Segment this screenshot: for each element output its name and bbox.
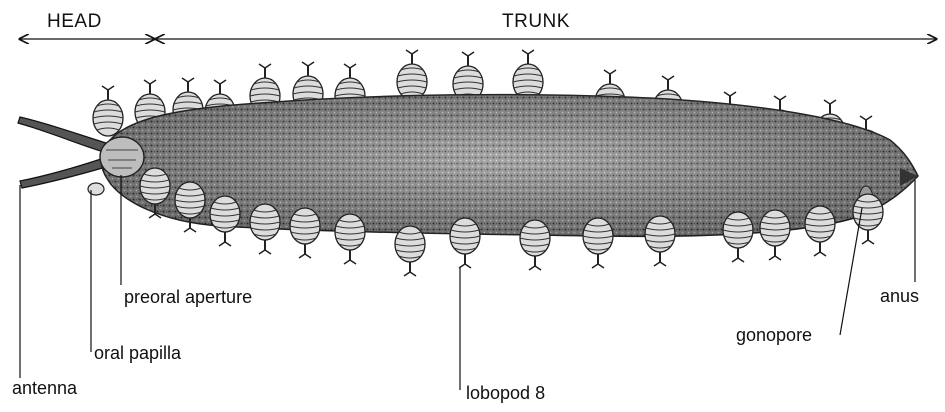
lobopod — [290, 208, 320, 258]
gonopore-label: gonopore — [736, 326, 812, 344]
lobopod — [645, 216, 675, 266]
lobopod — [250, 204, 280, 254]
gonopore-leader — [840, 208, 862, 335]
antenna-label: antenna — [12, 379, 77, 397]
preoral-aperture-label: preoral aperture — [124, 288, 252, 306]
lobopod — [723, 212, 753, 262]
lobopod — [760, 210, 790, 260]
lobopod-label: lobopod 8 — [466, 384, 545, 402]
lobopod — [450, 218, 480, 268]
lobopod — [397, 50, 427, 100]
lobopod — [513, 50, 543, 100]
lobopod — [583, 218, 613, 268]
lobopod — [520, 220, 550, 270]
lobopod — [805, 206, 835, 256]
oral-papilla-label: oral papilla — [94, 344, 181, 362]
lobopod — [210, 196, 240, 246]
lobopod — [335, 214, 365, 264]
lobopod — [395, 226, 425, 276]
lobopod — [93, 86, 123, 136]
anus-label: anus — [880, 287, 919, 305]
head-capsule — [100, 137, 144, 177]
head-section-label: HEAD — [47, 12, 102, 31]
trunk-section-label: TRUNK — [502, 12, 570, 31]
